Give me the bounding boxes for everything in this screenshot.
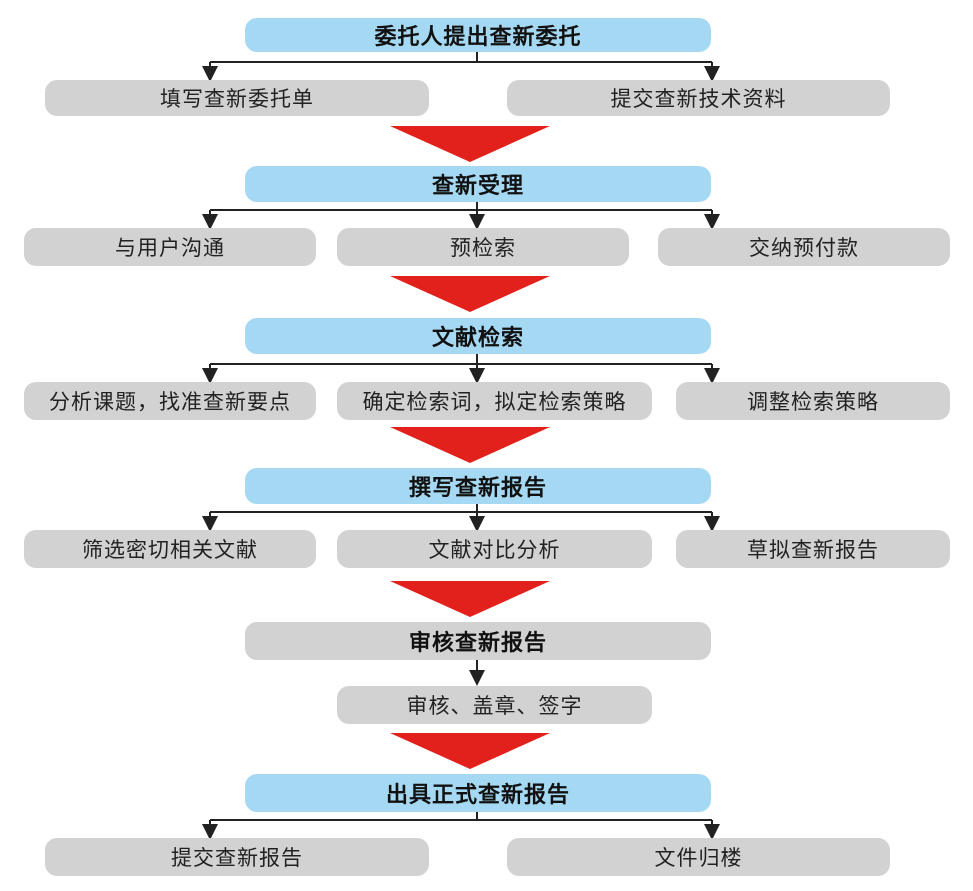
stage-item: 确定检索词，拟定检索策略 bbox=[337, 382, 652, 420]
stage-item: 预检索 bbox=[337, 228, 629, 266]
stage-title-commission: 委托人提出查新委托 bbox=[245, 18, 711, 52]
red-down-arrow-icon bbox=[390, 126, 550, 162]
connector-stage-1 bbox=[202, 52, 720, 82]
stage-item: 草拟查新报告 bbox=[676, 530, 950, 568]
connector-stage-3 bbox=[202, 354, 720, 384]
stage-item: 调整检索策略 bbox=[676, 382, 950, 420]
connector-stage-2 bbox=[202, 202, 720, 230]
stage-title-acceptance: 查新受理 bbox=[245, 166, 711, 202]
connector-stage-4 bbox=[202, 504, 720, 532]
red-down-arrow-icon bbox=[390, 581, 550, 617]
stage-item: 填写查新委托单 bbox=[45, 80, 429, 116]
stage-item: 筛选密切相关文献 bbox=[24, 530, 316, 568]
stage-item: 提交查新报告 bbox=[45, 838, 429, 876]
connector-stage-6 bbox=[202, 812, 720, 840]
stage-title-review-report: 审核查新报告 bbox=[245, 622, 711, 660]
stage-item: 审核、盖章、签字 bbox=[337, 686, 652, 724]
stage-item: 文献对比分析 bbox=[337, 530, 652, 568]
red-down-arrow-icon bbox=[390, 733, 550, 769]
red-down-arrow-icon bbox=[390, 427, 550, 463]
red-down-arrow-icon bbox=[390, 276, 550, 312]
stage-title-write-report: 撰写查新报告 bbox=[245, 468, 711, 504]
stage-item: 分析课题，找准查新要点 bbox=[24, 382, 316, 420]
stage-item: 文件归楼 bbox=[507, 838, 890, 876]
stage-title-literature-search: 文献检索 bbox=[245, 318, 711, 354]
stage-item: 与用户沟通 bbox=[24, 228, 316, 266]
stage-item: 交纳预付款 bbox=[658, 228, 950, 266]
stage-item: 提交查新技术资料 bbox=[507, 80, 890, 116]
stage-title-issue-report: 出具正式查新报告 bbox=[245, 774, 711, 812]
